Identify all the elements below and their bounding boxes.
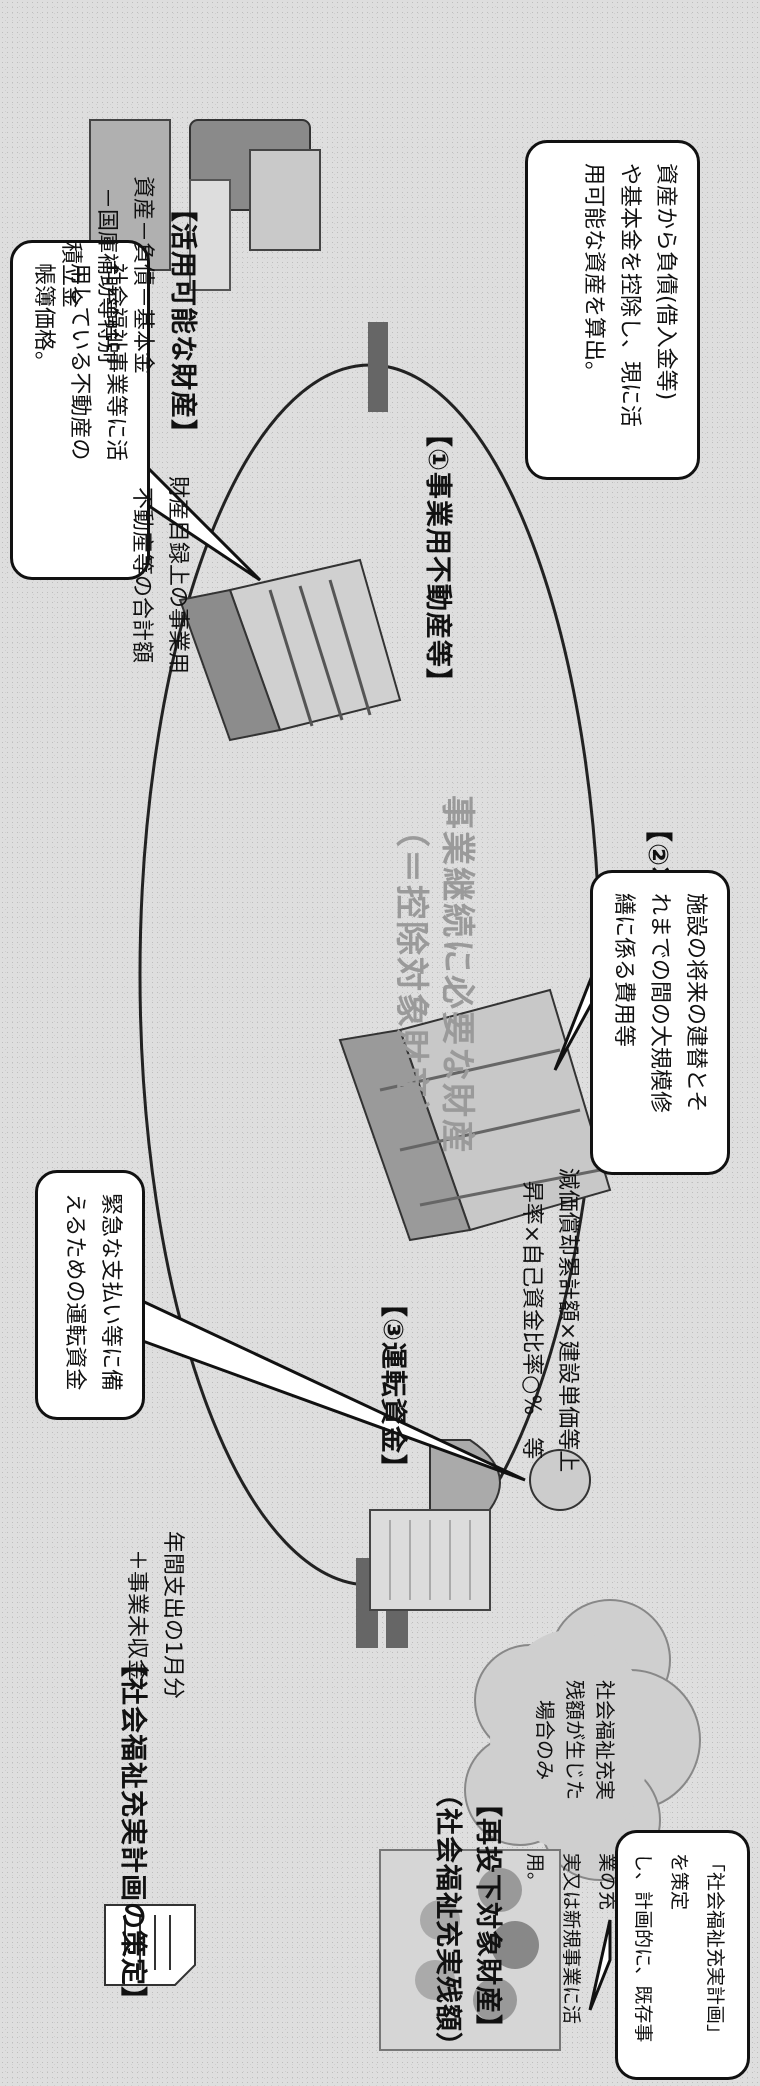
formula-available-assets: 資産－負債－基本金 －国庫補助等特別 積立金 <box>52 160 160 390</box>
callout-plan: 「社会福祉充実計画」を策定 し、計画的に、既存事業の充 実又は新規事業に活用。 <box>524 1830 750 2080</box>
formula-real-estate-line1: 財産目録上の事業用 <box>165 475 190 674</box>
header-reinvestment-target-sub: （社会福祉充実残額） <box>432 1780 463 2060</box>
center-label: 事業継続に必要な財産 （＝控除対象財産） <box>388 760 480 1190</box>
formula-construction-line2: 昇率×自己資金比率○% 等 <box>519 1180 544 1460</box>
callout-available-line3: 用可能な資産を算出。 <box>581 163 606 384</box>
office-building-icon <box>178 558 402 742</box>
formula-operating-funds: 年間支出の1月分 ＋事業未収金 <box>118 1500 190 1730</box>
construction-building-icon <box>338 988 612 1242</box>
formula-operating-line2: ＋事業未収金 <box>124 1548 149 1681</box>
formula-construction-line1: 減価償却累計額×建設単価等上 <box>555 1167 580 1473</box>
document-icon <box>104 1904 196 1986</box>
center-label-line1: 事業継続に必要な財産 <box>437 795 477 1155</box>
callout-future-construction: 施設の将来の建替とそ れまでの間の大規模修 繕に係る費用等 <box>590 870 730 1175</box>
callout-plan-line3: 実又は新規事業に活用。 <box>524 1853 582 2025</box>
cloud-text: 社会福祉充実 残額が生じた 場合のみ <box>530 1650 620 1830</box>
cloud-shape <box>464 1599 701 1881</box>
formula-operating-line1: 年間支出の1月分 <box>160 1531 185 1699</box>
callout-operating-line1: 緊急な支払い等に備 <box>98 1193 123 1392</box>
formula-business-real-estate: 財産目録上の事業用 不動産等の合計額 <box>123 450 195 700</box>
cloud-text-line3: 場合のみ <box>533 1700 557 1780</box>
callout-construction-line3: 繕に係る費用等 <box>611 893 636 1048</box>
header-business-real-estate: 【①事業用不動産等】 <box>422 420 453 696</box>
money-calculator-icon <box>89 119 321 291</box>
people-group-icon <box>379 1849 561 2051</box>
callout-available-line2: や基本金を控除し、現に活 <box>617 163 642 428</box>
formula-available-line3: 積立金 <box>58 241 83 308</box>
formula-real-estate-line2: 不動産等の合計額 <box>129 486 154 663</box>
center-label-line2: （＝控除対象財産） <box>391 813 431 1137</box>
callout-plan-line2: し、計画的に、既存事業の充 <box>596 1853 654 2043</box>
formula-available-line2: －国庫補助等特別 <box>94 186 119 363</box>
callout-construction-line2: れまでの間の大規模修 <box>647 893 672 1114</box>
header-available-assets: 【活用可能な財産】 <box>167 195 198 447</box>
header-reinvestment-target: 【再投下対象財産】 <box>472 1790 503 2042</box>
pointer-plan <box>588 1919 612 2011</box>
callout-available-line1: 資産から負債(借入金等) <box>653 163 678 401</box>
callout-operating-line2: えるための運転資金 <box>62 1193 87 1391</box>
callout-operating-funds: 緊急な支払い等に備 えるための運転資金 <box>35 1170 145 1420</box>
callout-plan-line1: 「社会福祉充実計画」を策定 <box>668 1853 726 2044</box>
formula-future-construction: 減価償却累計額×建設単価等上 昇率×自己資金比率○% 等 <box>513 1150 585 1490</box>
minus-icon <box>368 322 388 412</box>
cloud-text-line2: 残額が生じた <box>563 1680 587 1800</box>
pointer-operating <box>138 1297 526 1482</box>
header-operating-funds: 【③運転資金】 <box>377 1290 408 1482</box>
callout-available-assets: 資産から負債(借入金等) や基本金を控除し、現に活 用可能な資産を算出。 <box>525 140 700 480</box>
callout-construction-line1: 施設の将来の建替とそ <box>683 893 708 1113</box>
cloud-text-line1: 社会福祉充実 <box>593 1680 617 1800</box>
formula-available-line1: 資産－負債－基本金 <box>130 175 155 374</box>
